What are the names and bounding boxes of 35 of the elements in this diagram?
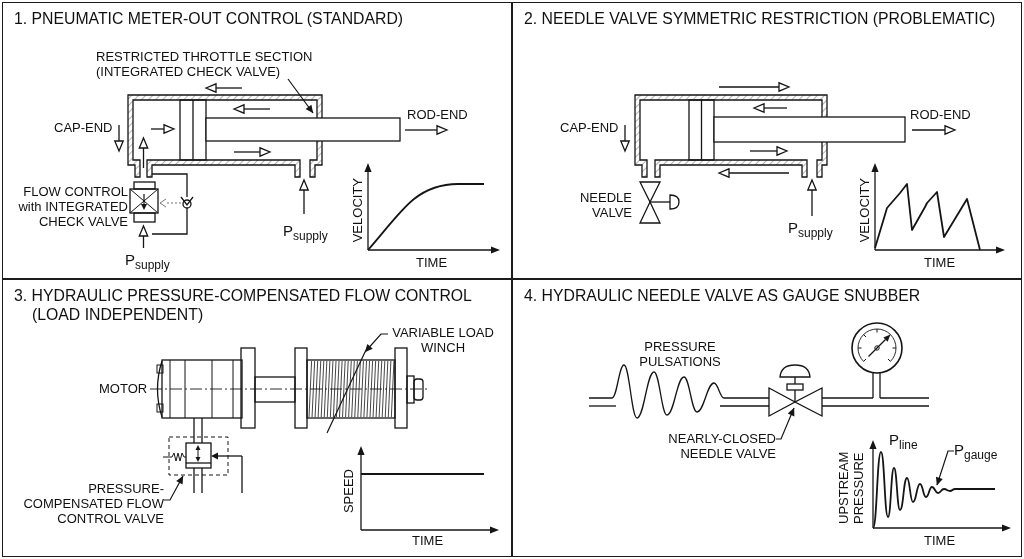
- callout-label: NEARLY-CLOSED NEEDLE VALVE: [656, 431, 776, 463]
- panel: [2, 2, 512, 279]
- panel: [512, 279, 1022, 557]
- annotation-label: PRESSURE PULSATIONS: [638, 339, 722, 369]
- end-label: ROD-END: [910, 107, 971, 122]
- axis-label: TIME: [924, 533, 956, 548]
- panel-title: 2. NEEDLE VALVE SYMMETRIC RESTRICTION (PROBLEMATIC): [524, 9, 997, 28]
- axis-label: TIME: [924, 255, 956, 270]
- end-label: CAP-END: [560, 120, 619, 135]
- leader-line: [775, 407, 795, 440]
- axis-label: VELOCITY: [350, 178, 365, 243]
- axis-label: TIME: [412, 533, 444, 548]
- component-label: MOTOR: [99, 381, 148, 396]
- end-label: ROD-END: [407, 107, 468, 122]
- panel: [2, 279, 512, 557]
- callout-label: VARIABLE LOAD WINCH: [388, 325, 498, 357]
- axis-label: SPEED: [341, 469, 356, 514]
- axis-label: VELOCITY: [857, 178, 872, 243]
- leader-line: [364, 333, 389, 353]
- component-label: NEEDLE VALVE: [578, 190, 632, 220]
- curve-label: P$_{line}$: [889, 431, 918, 449]
- leader-line: [163, 475, 184, 501]
- axis-label: UPSTREAM PRESSURE: [836, 450, 866, 524]
- component-label: FLOW CONTROL with INTEGRATED CHECK VALVE: [17, 184, 128, 229]
- leader-line: [287, 78, 314, 114]
- end-label: CAP-END: [54, 120, 113, 135]
- axis-label: TIME: [416, 255, 448, 270]
- panel-title: 3. HYDRAULIC PRESSURE-COMPENSATED FLOW CONTROL (LOAD INDEPENDENT): [14, 286, 473, 324]
- leader-line: [935, 450, 955, 486]
- callout-label: P$_{gauge}$: [954, 440, 1002, 462]
- panel-title: 4. HYDRAULIC NEEDLE VALVE AS GAUGE SNUBBER: [524, 286, 922, 305]
- panel-title: 1. PNEUMATIC METER-OUT CONTROL (STANDARD): [14, 9, 405, 28]
- callout-label: PRESSURE-COMPENSATED FLOW CONTROL VALVE: [16, 481, 164, 527]
- panel: [512, 2, 1022, 279]
- callout-label: RESTRICTED THROTTLE SECTION (INTEGRATED CHECK VALVE): [96, 49, 318, 79]
